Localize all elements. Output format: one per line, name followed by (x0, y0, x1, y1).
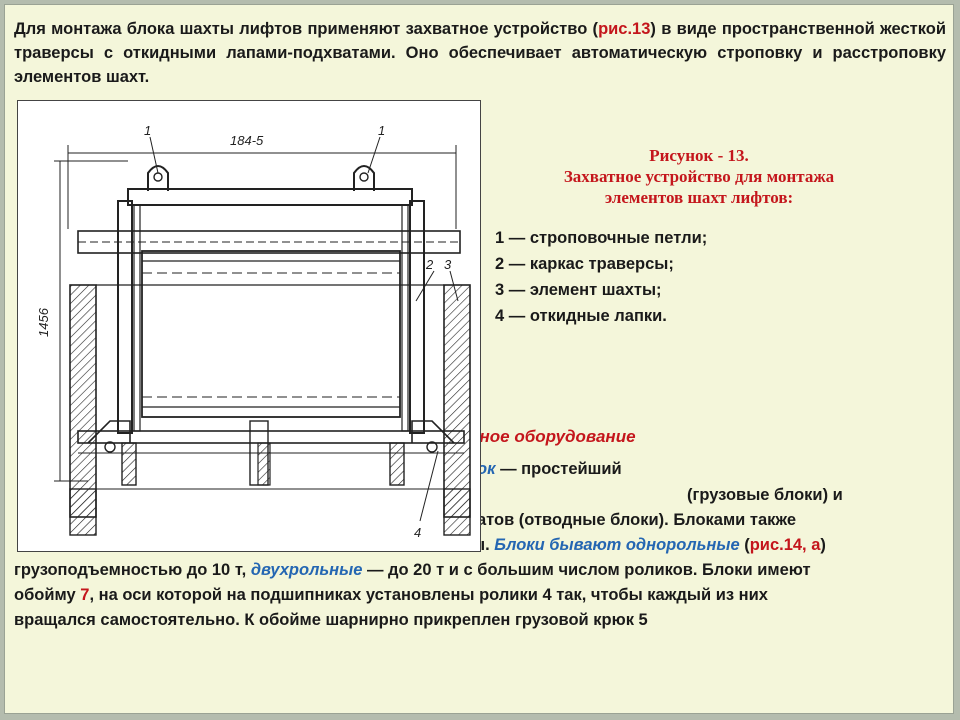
legend-item-3: 3 — элемент шахты; (495, 281, 662, 299)
figure-reference-13: рис.13 (598, 20, 651, 38)
drawing-svg: 184-5 1456 1 1 2 3 4 (36, 123, 471, 540)
slide: Для монтажа блока шахты лифтов применяют… (4, 4, 954, 714)
callout-1-right: 1 (378, 123, 385, 138)
dimension-width-label: 184-5 (230, 133, 264, 148)
legend-item-4: 4 — откидные лапки. (495, 307, 667, 325)
legend-item-2: 2 — каркас траверсы; (495, 255, 674, 273)
legend-item-1: 1 — строповочные петли; (495, 229, 708, 247)
caption-line-2: элементов шахт лифтов: (604, 188, 794, 207)
body-line-1: лок — простейший (467, 460, 622, 478)
body-line-2: (грузовые блоки) и (687, 486, 843, 504)
body-line-7: вращался самостоятельно. К обойме шарнир… (14, 611, 648, 629)
section-heading-fragment: жное оборудование (467, 427, 636, 446)
callout-2: 2 (425, 257, 434, 272)
body-line-5: грузоподъемностью до 10 т, двухрольные —… (14, 561, 811, 579)
body-line-6: обойму 7, на оси которой на подшипниках … (14, 586, 768, 604)
callout-3: 3 (444, 257, 452, 272)
callout-4: 4 (414, 525, 421, 540)
callout-1-left: 1 (144, 123, 151, 138)
figure-caption: Рисунок - 13. Захватное устройство для м… (479, 145, 919, 208)
technical-drawing: 184-5 1456 1 1 2 3 4 (17, 100, 481, 552)
caption-title: Рисунок - 13. (649, 146, 749, 165)
intro-paragraph: Для монтажа блока шахты лифтов применяют… (14, 17, 946, 89)
intro-text-2: ) в виде пространственной жесткой травер… (14, 20, 946, 86)
dimension-height-label: 1456 (36, 307, 51, 337)
caption-line-1: Захватное устройство для монтажа (563, 167, 835, 186)
body-line-4: ы. Блоки бывают однорольные (рис.14, а) (471, 536, 826, 554)
body-line-3: натов (отводные блоки). Блоками также (467, 511, 797, 529)
intro-text-1: Для монтажа блока шахты лифтов применяют… (14, 20, 599, 38)
figure-legend: 1 — строповочные петли; 2 — каркас траве… (495, 225, 707, 329)
